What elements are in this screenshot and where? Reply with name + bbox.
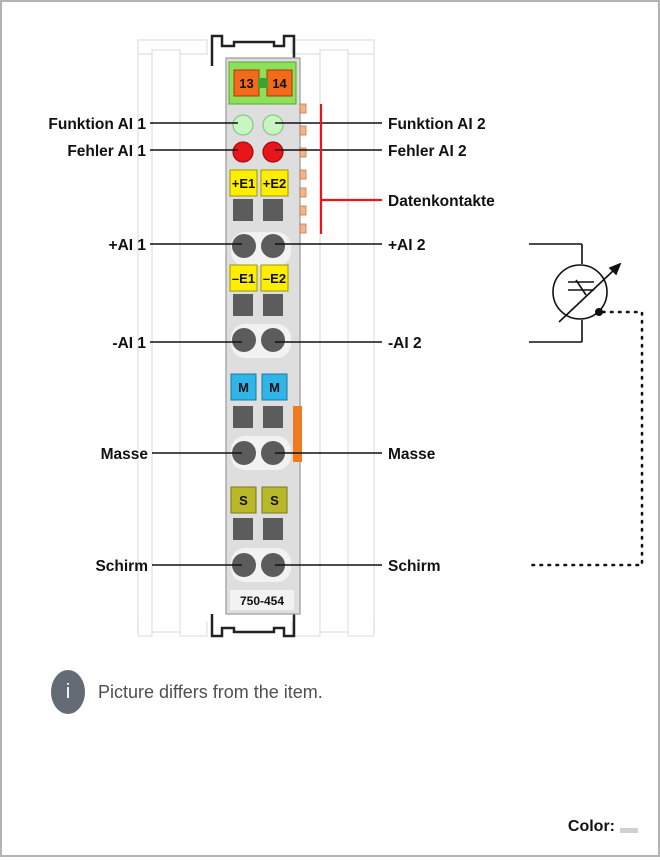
label-funktion-ai1: Funktion AI 1: [48, 116, 146, 133]
color-swatch[interactable]: [620, 827, 638, 833]
clamp-masse: [231, 436, 291, 470]
shield-junction: [595, 308, 603, 316]
label-schirm-right: Schirm: [388, 558, 441, 575]
terminal-m-1-label: M: [238, 380, 249, 395]
notice-text: Picture differs from the item.: [98, 681, 323, 702]
led-fehler-ai1: [232, 141, 254, 163]
terminal-s-1-label: S: [239, 493, 248, 508]
release-lever: [233, 406, 253, 428]
model-plate: [230, 590, 294, 610]
terminal-m-2: [261, 373, 288, 401]
label-fehler-ai1: Fehler AI 1: [67, 143, 146, 160]
terminal-minus-e2: [260, 264, 289, 292]
color-row: Color:: [568, 818, 638, 836]
terminal-14-label: 14: [272, 76, 287, 91]
image-notice: i Picture differs from the item.: [51, 670, 323, 714]
label-datenkontakte: Datenkontakte: [388, 193, 495, 210]
label-masse-left: Masse: [101, 446, 149, 463]
release-lever: [233, 518, 253, 540]
color-label: Color:: [567, 818, 615, 835]
label-schirm-left: Schirm: [95, 558, 148, 575]
model-number: 750-454: [240, 594, 284, 608]
terminal-minus-e2-label: –E2: [263, 271, 286, 286]
terminal-plus-e1: [229, 169, 258, 197]
release-lever: [263, 199, 283, 221]
terminal-plus-e2-label: +E2: [263, 176, 287, 191]
release-lever: [233, 199, 253, 221]
label-minus-ai2: -AI 2: [388, 335, 422, 352]
label-minus-ai1: -AI 1: [112, 335, 146, 352]
adjustable-sensor-icon: [552, 262, 622, 323]
terminal-plus-e1-label: +E1: [232, 176, 256, 191]
data-contacts: [299, 103, 307, 234]
terminal-s-2-label: S: [270, 493, 279, 508]
label-plus-ai2: +AI 2: [388, 237, 425, 254]
release-lever: [263, 406, 283, 428]
terminal-s-2: [261, 486, 288, 514]
leader-lines-right: [275, 122, 382, 566]
clamp-minus-ai: [231, 324, 291, 358]
sensor-connection-lines: [529, 243, 583, 343]
led-funktion-ai1: [232, 114, 254, 136]
terminal-m-1: [230, 373, 257, 401]
terminal-14: [266, 69, 293, 97]
terminal-13-label: 13: [239, 76, 253, 91]
shield-dotted-line: [527, 310, 644, 567]
label-masse-right: Masse: [388, 446, 436, 463]
info-icon: i: [51, 670, 85, 714]
terminal-m-2-label: M: [269, 380, 280, 395]
datenkontakte-bracket: [319, 104, 382, 234]
clamp-plus-ai: [231, 232, 291, 266]
led-funktion-ai2: [262, 114, 284, 136]
leader-lines-left: [150, 122, 242, 566]
terminal-s-1: [230, 486, 257, 514]
bottom-rail-clamp: [210, 614, 296, 638]
release-lever: [263, 518, 283, 540]
top-rail-clamp: [210, 34, 296, 66]
label-funktion-ai2: Funktion AI 2: [388, 116, 486, 133]
terminal-minus-e1: [229, 264, 258, 292]
release-lever: [233, 294, 253, 316]
clamp-schirm: [231, 548, 291, 582]
release-lever: [263, 294, 283, 316]
power-jumper-contact: [293, 406, 302, 462]
terminal-minus-e1-label: –E1: [232, 271, 255, 286]
label-plus-ai1: +AI 1: [109, 237, 147, 254]
label-fehler-ai2: Fehler AI 2: [388, 143, 467, 160]
led-fehler-ai2: [262, 141, 284, 163]
bridge: [258, 78, 268, 88]
terminal-plus-e2: [260, 169, 289, 197]
